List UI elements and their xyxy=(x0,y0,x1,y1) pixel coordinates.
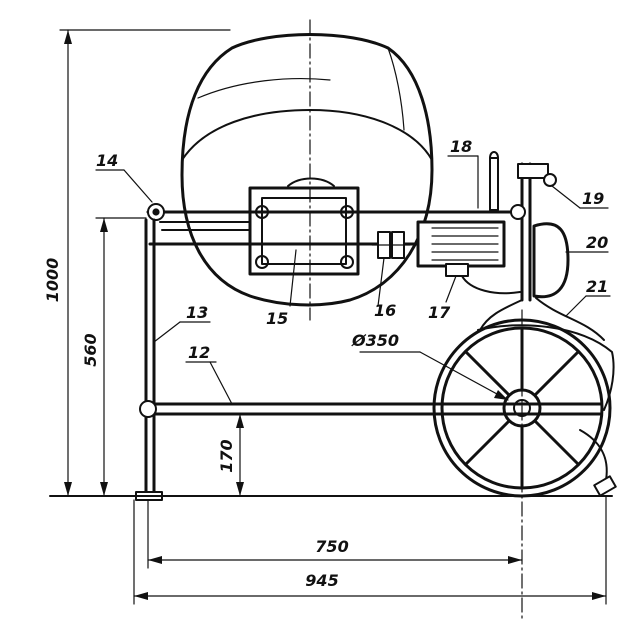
svg-text:15: 15 xyxy=(266,309,288,328)
dimension-overall-length: 945 xyxy=(133,495,607,605)
svg-text:18: 18 xyxy=(450,137,472,156)
dimension-axle-height: 170 xyxy=(217,413,244,497)
svg-text:14: 14 xyxy=(96,151,118,170)
callout-20: 20 xyxy=(565,233,609,253)
callout-18: 18 xyxy=(447,137,479,209)
drive-belt xyxy=(479,297,605,341)
svg-text:20: 20 xyxy=(586,233,608,252)
callout-21: 21 xyxy=(565,277,611,317)
upright-lever xyxy=(489,151,499,211)
dim-label-945: 945 xyxy=(305,571,338,590)
dimension-overall-height: 1000 xyxy=(43,29,231,497)
v-belt-pulley xyxy=(532,222,570,299)
svg-text:21: 21 xyxy=(586,277,608,296)
electric-motor xyxy=(416,220,506,277)
lower-frame-bar xyxy=(139,400,602,418)
svg-text:13: 13 xyxy=(186,303,208,322)
dimension-wheel-diameter: Ø350 xyxy=(351,331,509,401)
wheel xyxy=(432,318,615,498)
callout-13: 13 xyxy=(153,303,211,343)
callout-16: 16 xyxy=(374,257,396,320)
dimension-frame-height: 560 xyxy=(81,217,147,497)
svg-text:17: 17 xyxy=(428,303,451,322)
callout-19: 19 xyxy=(551,185,609,209)
frame-shaft xyxy=(146,203,524,246)
dim-label-1000: 1000 xyxy=(43,258,62,303)
dim-label-170: 170 xyxy=(217,439,236,472)
callout-15: 15 xyxy=(266,249,297,328)
gearbox-housing xyxy=(248,177,360,276)
center-lines xyxy=(309,19,523,621)
rear-strut xyxy=(510,162,557,302)
svg-text:16: 16 xyxy=(374,301,396,320)
dim-label-750: 750 xyxy=(315,537,348,556)
svg-text:12: 12 xyxy=(188,343,210,362)
callout-12: 12 xyxy=(185,343,233,405)
front-leg xyxy=(135,218,163,501)
callout-17: 17 xyxy=(428,275,457,322)
dim-label-560: 560 xyxy=(81,333,100,366)
svg-text:19: 19 xyxy=(582,189,604,208)
dim-label-wheel-diameter: Ø350 xyxy=(351,331,399,350)
dimension-wheelbase: 750 xyxy=(147,499,523,569)
callout-14: 14 xyxy=(95,151,153,203)
shaft-coupling xyxy=(371,231,411,259)
